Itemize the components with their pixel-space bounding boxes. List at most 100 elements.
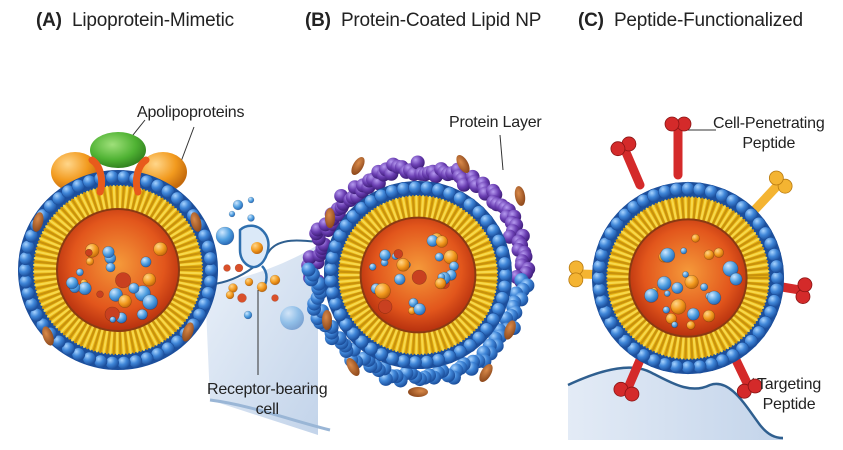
lipid-tail [744, 256, 768, 265]
lipid-head [105, 170, 119, 184]
lipid-tail [153, 201, 170, 222]
cargo-blue [680, 247, 688, 255]
lipid-tail [444, 325, 457, 346]
lipid-tail [178, 278, 202, 285]
lipid-head [471, 205, 486, 219]
lipid-tail [622, 313, 642, 329]
lipid-tail [639, 325, 655, 345]
lipid-tail [395, 329, 404, 352]
lipid-head [419, 181, 434, 195]
lipid-tail [724, 322, 741, 342]
cargo-dot [232, 199, 244, 211]
lipid-tail [86, 190, 97, 214]
cargo-blue [671, 321, 678, 329]
lipid-tail [155, 317, 172, 337]
lipid-tail [55, 311, 74, 329]
lipid-tail [153, 318, 170, 339]
lipid-tail [82, 325, 95, 348]
cargo-orange [686, 320, 696, 330]
lipid-tail [680, 336, 685, 360]
lipid-tail [45, 301, 67, 315]
lipid-tail [33, 275, 58, 280]
membrane-protein-disc [190, 212, 202, 232]
lipid-tail [53, 214, 73, 231]
lipid-tail [62, 204, 80, 224]
lipid-tail [474, 278, 498, 283]
cargo-blue [78, 281, 92, 296]
lipid-tail [40, 294, 63, 306]
lipid-head [328, 296, 343, 311]
lipid-tail [355, 223, 375, 240]
cargo-blue [700, 283, 709, 292]
lipid-tail [722, 212, 738, 232]
cargo-blue [729, 272, 743, 286]
lipid-tail [339, 260, 362, 267]
lipid-tail [138, 190, 149, 213]
lipid-tail [714, 329, 726, 351]
receptor [238, 224, 270, 291]
lipid-head [93, 354, 108, 369]
lipid-tail [674, 335, 680, 359]
lipid-tail [102, 186, 109, 211]
cargo-blue [413, 303, 426, 316]
cargo-blue [76, 268, 84, 277]
lipid-head [201, 240, 215, 254]
lipid-tail [128, 186, 136, 211]
lipid-tail [718, 327, 732, 348]
lipid-tail [745, 260, 768, 267]
panel-a-letter: (A) [36, 10, 62, 31]
lipid-tail [338, 270, 361, 274]
lipid-tail [642, 326, 657, 347]
lipid-tail [454, 214, 471, 232]
lipid-tail [432, 198, 441, 221]
lipid-tail [41, 231, 64, 244]
lipid-tail [340, 288, 363, 297]
lipid-tail [654, 202, 666, 225]
lipid-tail [425, 331, 431, 355]
lipid-tail [157, 205, 175, 225]
lipid-tail [349, 304, 370, 319]
lipid-tail [68, 200, 84, 221]
lipid-tail [670, 197, 678, 221]
peptide-lobe [664, 116, 680, 132]
peptide-functionalized-particle [568, 116, 813, 402]
membrane-protein-disc [408, 387, 428, 397]
lipid-head [51, 191, 66, 206]
lipid-tail [338, 263, 362, 269]
lipid-tail [474, 260, 497, 267]
lipid-tail [612, 245, 635, 256]
lipid-tail [614, 302, 636, 314]
cargo-dot [271, 294, 279, 302]
lipid-tail [444, 204, 457, 225]
lipid-tail [690, 196, 694, 220]
lipid-head [333, 228, 347, 243]
receptor-label-line1: Receptor-bearing [207, 381, 328, 398]
peptide-stem [730, 353, 753, 390]
lipid-head [18, 251, 33, 266]
lipid-tail [474, 263, 498, 269]
lipid-tail [728, 218, 746, 237]
lipid-tail [608, 258, 632, 266]
lipid-tail [736, 310, 757, 324]
lipid-head [618, 208, 632, 222]
cargo-dot [237, 293, 247, 303]
cargo-blue [671, 282, 684, 294]
lipid-tail [376, 206, 390, 227]
lipid-tail [456, 316, 474, 334]
cargo-orange [713, 247, 724, 258]
lipid-tail [734, 312, 755, 327]
lipid-tail [615, 239, 637, 252]
lipid-tail [173, 235, 197, 247]
lipid-tail [166, 218, 187, 234]
lipid-tail [411, 332, 416, 355]
lipid-tail [745, 286, 769, 293]
lipid-tail [178, 265, 204, 269]
lipid-head [735, 342, 750, 356]
lipid-head [431, 353, 446, 367]
lipid-tail [745, 263, 769, 270]
targeting-label-line1: Targeting [757, 376, 822, 393]
lipid-tail [351, 306, 372, 321]
lipid-tail [634, 322, 651, 341]
lipid-tail [76, 195, 90, 217]
cargo-blue [108, 287, 123, 302]
